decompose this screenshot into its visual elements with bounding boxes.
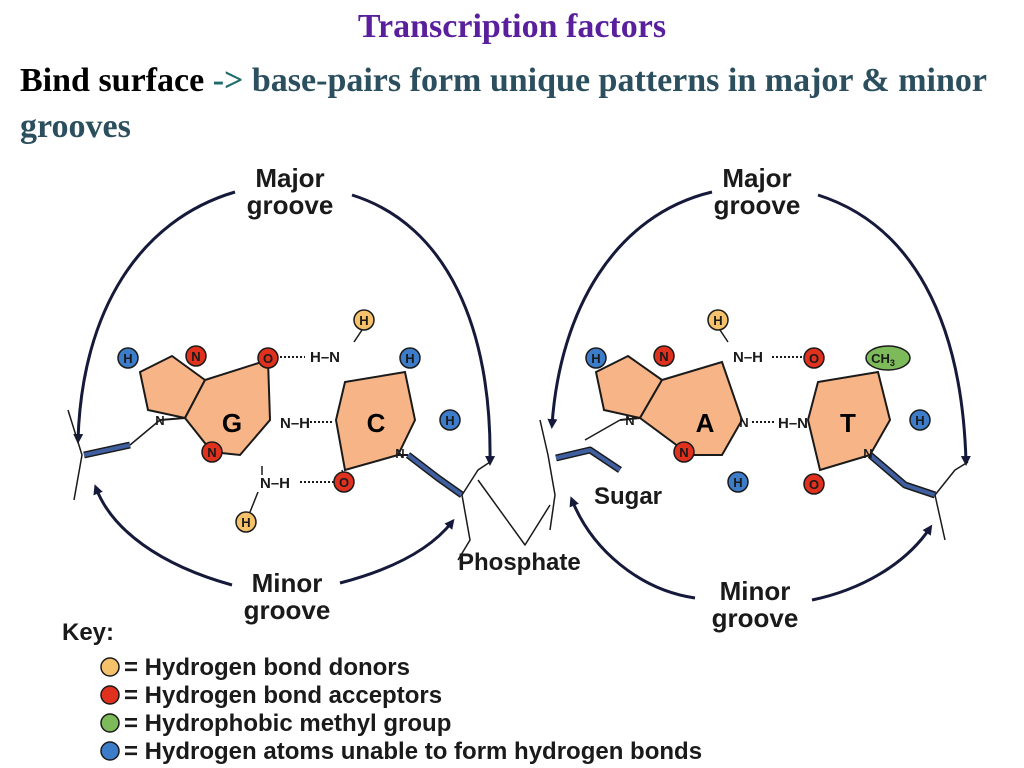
key-methyl-icon bbox=[100, 713, 120, 733]
svg-text:H: H bbox=[733, 475, 742, 490]
at-major-arrow-left bbox=[547, 190, 713, 429]
acceptor-icon bbox=[257, 347, 279, 369]
subtitle-bind-surface: Bind surface bbox=[20, 62, 205, 99]
key-item-methyl: = Hydrophobic methyl group bbox=[124, 710, 451, 737]
atom-labels: H N O N H N H H H O N H N H N H N N O CH… bbox=[123, 313, 924, 530]
backbone bbox=[67, 409, 969, 561]
donor-icon bbox=[707, 309, 729, 331]
acceptor-icon bbox=[653, 345, 675, 367]
bond-at-top: N–H bbox=[733, 349, 763, 366]
acceptor-icon bbox=[201, 441, 223, 463]
at-major-arrow-right bbox=[817, 193, 971, 466]
svg-text:H: H bbox=[445, 413, 454, 428]
key-title: Key: bbox=[62, 619, 114, 646]
svg-text:N: N bbox=[679, 445, 688, 460]
cytosine: C bbox=[334, 370, 417, 472]
svg-text:N: N bbox=[207, 445, 216, 460]
gc-major-label-2: groove bbox=[247, 190, 334, 220]
key-item-acceptors: = Hydrogen bond acceptors bbox=[124, 682, 442, 709]
hydrogen-nonbonding-icon bbox=[585, 347, 607, 369]
svg-text:H: H bbox=[123, 351, 132, 366]
svg-text:H: H bbox=[359, 313, 368, 328]
groove-labels: Major groove Major groove Minor groove M… bbox=[244, 163, 801, 633]
at-major-label-1: Major bbox=[722, 163, 791, 193]
at-circle-arrows bbox=[547, 190, 971, 602]
base-g-label: G bbox=[222, 408, 242, 438]
page-subtitle: Bind surface -> base-pairs form unique p… bbox=[20, 58, 1010, 150]
bond-at-mid: H–N bbox=[778, 415, 808, 432]
key-donor-icon bbox=[100, 657, 120, 677]
gc-circle-arrows bbox=[73, 190, 496, 587]
svg-text:N: N bbox=[625, 413, 634, 428]
gc-major-label-1: Major bbox=[255, 163, 324, 193]
svg-text:H: H bbox=[405, 351, 414, 366]
hydrogen-nonbonding-icon bbox=[117, 347, 139, 369]
phosphate-label: Phosphate bbox=[458, 549, 581, 576]
svg-text:O: O bbox=[809, 477, 819, 492]
gc-minor-arrow-left bbox=[93, 484, 233, 587]
hydrogen-nonbonding-icon bbox=[399, 347, 421, 369]
acceptor-icon bbox=[803, 347, 825, 369]
thymine: T bbox=[806, 370, 892, 472]
atoms bbox=[117, 309, 931, 533]
base-a-label: A bbox=[696, 408, 715, 438]
adenine: A bbox=[594, 354, 744, 456]
svg-text:H: H bbox=[591, 351, 600, 366]
hydrogen-nonbonding-icon bbox=[439, 409, 461, 431]
subtitle-rest: base-pairs form unique patterns in major… bbox=[20, 62, 987, 145]
key-legend: Key: = Hydrogen bond donors = Hydrogen b… bbox=[62, 619, 702, 765]
donor-icon bbox=[353, 309, 375, 331]
acceptor-icon bbox=[673, 441, 695, 463]
gc-minor-label-1: Minor bbox=[252, 568, 323, 598]
methyl-label: CH3 bbox=[871, 351, 895, 368]
hydrogen-nonbonding-icon bbox=[909, 409, 931, 431]
base-c-label: C bbox=[367, 408, 386, 438]
svg-text:O: O bbox=[263, 351, 273, 366]
svg-text:N: N bbox=[659, 349, 668, 364]
base-t-label: T bbox=[840, 408, 856, 438]
acceptor-icon bbox=[803, 473, 825, 495]
subtitle-arrow: -> bbox=[212, 62, 244, 99]
gc-minor-label-2: groove bbox=[244, 595, 331, 625]
at-minor-arrow-left bbox=[569, 496, 696, 600]
acceptor-icon bbox=[333, 471, 355, 493]
svg-text:N: N bbox=[155, 413, 164, 428]
svg-text:N: N bbox=[395, 446, 404, 461]
hydrogen-nonbonding-icon bbox=[727, 471, 749, 493]
key-item-hydrogen: = Hydrogen atoms unable to form hydrogen… bbox=[124, 738, 702, 765]
donor-icon bbox=[235, 511, 257, 533]
bond-gc-top: H–N bbox=[310, 349, 340, 366]
gc-major-arrow-right bbox=[351, 193, 496, 466]
at-minor-arrow-right bbox=[811, 524, 933, 602]
svg-text:N: N bbox=[863, 446, 872, 461]
svg-text:H: H bbox=[915, 413, 924, 428]
svg-text:O: O bbox=[809, 351, 819, 366]
svg-text:N: N bbox=[191, 349, 200, 364]
svg-text:H: H bbox=[713, 313, 722, 328]
acceptor-icon bbox=[185, 345, 207, 367]
at-major-label-2: groove bbox=[714, 190, 801, 220]
at-minor-label-1: Minor bbox=[720, 576, 791, 606]
hydrogen-bonds: H–N N–H N–H N–H H–N bbox=[249, 329, 808, 513]
at-minor-label-2: groove bbox=[712, 603, 799, 633]
gc-minor-arrow-right bbox=[339, 518, 455, 585]
key-acceptor-icon bbox=[100, 685, 120, 705]
svg-text:H: H bbox=[241, 515, 250, 530]
svg-text:N: N bbox=[739, 415, 748, 430]
bond-gc-bot: N–H bbox=[260, 475, 290, 492]
page-title: Transcription factors bbox=[357, 8, 667, 45]
guanine: G bbox=[138, 354, 272, 457]
key-item-donors: = Hydrogen bond donors bbox=[124, 654, 410, 681]
key-hydrogen-icon bbox=[100, 741, 120, 761]
svg-text:O: O bbox=[339, 475, 349, 490]
bond-gc-mid: N–H bbox=[280, 415, 310, 432]
methyl-icon bbox=[865, 345, 911, 371]
gc-major-arrow-left bbox=[73, 190, 236, 444]
sugar-label: Sugar bbox=[594, 483, 662, 510]
